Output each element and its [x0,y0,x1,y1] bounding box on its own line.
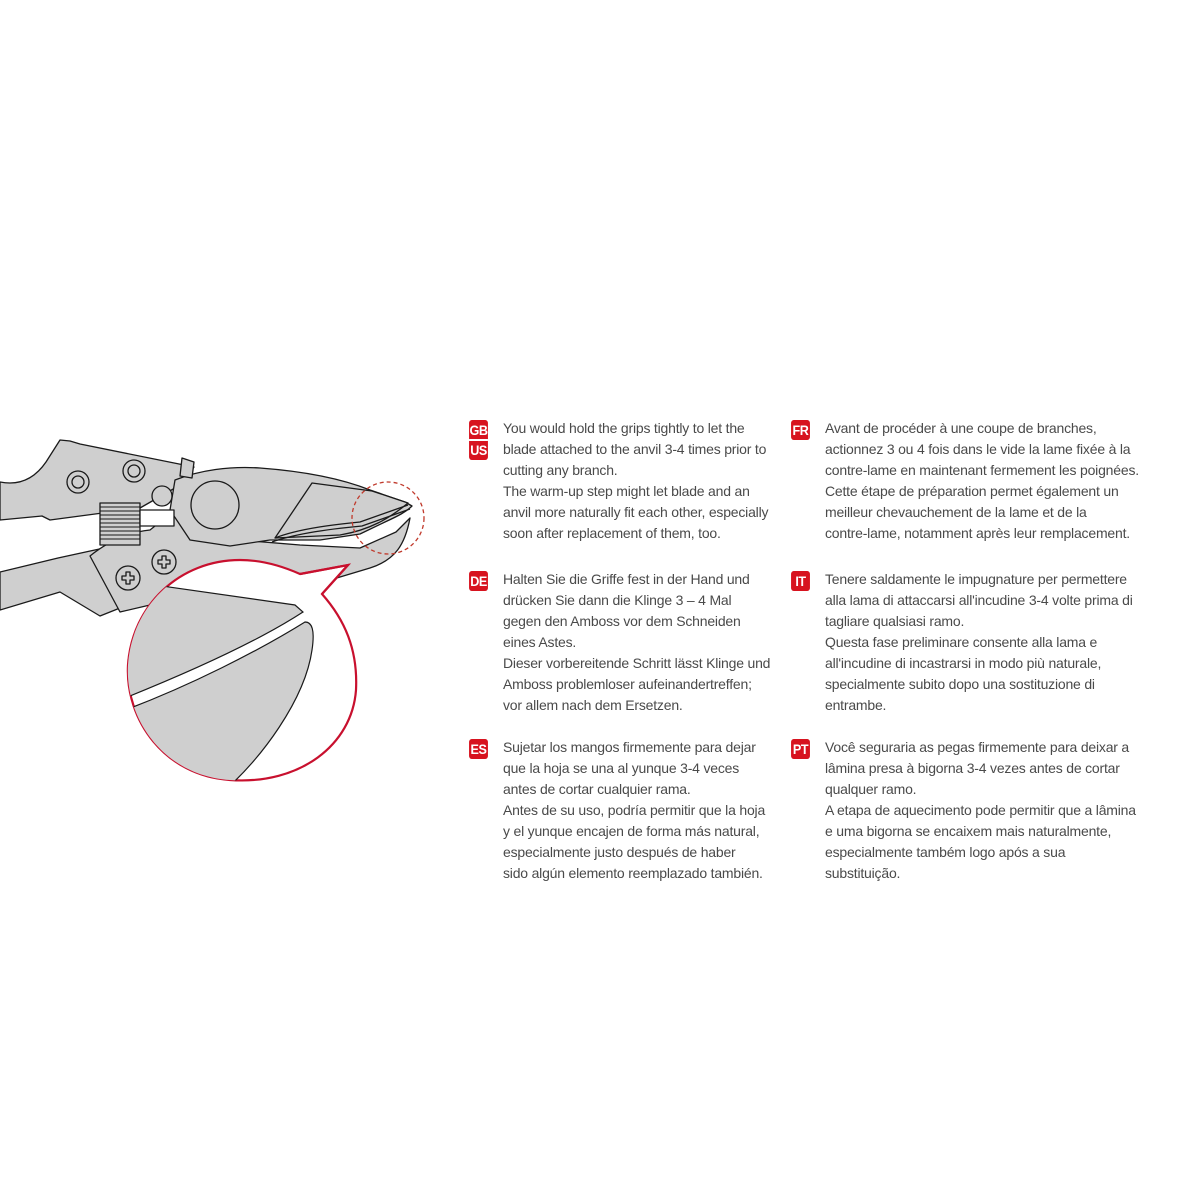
instruction-text-pt: Você seguraria as pegas firmemente para … [825,739,1136,881]
instruction-text-es: Sujetar los mangos firmemente para dejar… [503,739,766,881]
language-badge-fr: FR [791,420,810,440]
instruction-text-it: Tenere saldamente le impugnature per per… [825,571,1133,713]
focus-circle [351,481,425,555]
instruction-text-en: You would hold the grips tightly to let … [503,420,769,541]
instruction-text-de: Halten Sie die Griffe fest in der Hand u… [503,571,771,713]
upper-handle [0,439,195,521]
pruner-illustration [0,420,440,800]
language-badge-it: IT [791,571,810,591]
spring [99,502,141,546]
instruction-text-fr: Avant de procéder à une coupe de branche… [825,420,1139,541]
pivot-circle [190,480,240,530]
language-badge-es: ES [469,739,488,759]
language-badge-pt: PT [791,739,810,759]
language-badge-de: DE [469,571,488,591]
language-badge-gb-us: GB US [469,420,488,460]
